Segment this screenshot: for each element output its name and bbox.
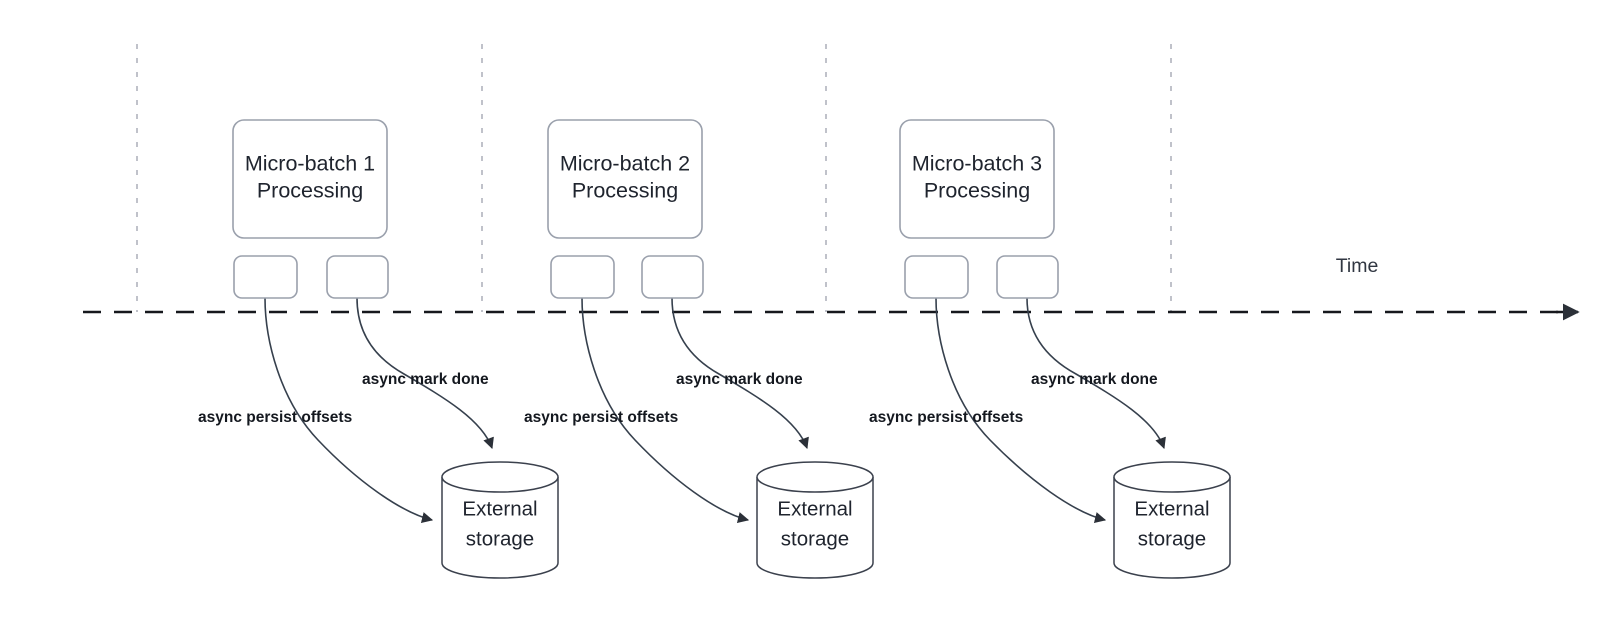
micro-batch-box [899,119,1055,239]
external-storage-label-line1: External [1134,497,1209,520]
external-storage-label-line2: storage [1138,527,1206,550]
timeline-axis-group: Time [83,255,1580,321]
external-storage-label-line2: storage [466,527,534,550]
async-persist-offsets-edge [581,297,750,523]
async-persist-offsets-edge-label: async persist offsets [524,409,678,426]
async-mark-done-edge-label: async mark done [362,371,489,388]
mark-done-task-box [326,255,389,299]
async-mark-done-edge-label: async mark done [676,371,803,388]
mark-done-task-box [996,255,1059,299]
external-storage-cylinder-body [756,477,874,579]
async-persist-offsets-edge [935,297,1107,523]
micro-batch-groups: async persist offsets async mark done Micr… [198,119,1231,579]
persist-offsets-task-box [550,255,615,299]
external-storage-label-line2: storage [781,527,849,550]
external-storage-label-line1: External [462,497,537,520]
async-mark-done-edge [356,297,494,450]
async-persist-offsets-edge-label: async persist offsets [869,409,1023,426]
micro-batch-box-label-line1: Micro-batch 1 [245,152,375,176]
external-storage-cylinder-body [1113,477,1231,579]
micro-batch-group-2: async persist offsets async mark done Micr… [524,119,874,579]
async-persist-offsets-edge-label: async persist offsets [198,409,352,426]
micro-batch-box-label-line2: Processing [572,179,678,203]
micro-batch-box-label-line1: Micro-batch 3 [912,152,1042,176]
mark-done-task-box [641,255,704,299]
micro-batch-group-3: async persist offsets async mark done Micr… [869,119,1231,579]
micro-batch-box-label-line1: Micro-batch 2 [560,152,690,176]
micro-batch-box [547,119,703,239]
time-axis-label: Time [1336,255,1379,277]
timeline-tick-group [136,44,1172,312]
persist-offsets-task-box [233,255,298,299]
external-storage-cylinder-top [756,461,874,493]
external-storage-cylinder-body [441,477,559,579]
async-mark-done-edge [1026,297,1166,450]
async-mark-done-edge-label: async mark done [1031,371,1158,388]
micro-batch-box-label-line2: Processing [257,179,363,203]
micro-batch-box-label-line2: Processing [924,179,1030,203]
micro-batch-box [232,119,388,239]
persist-offsets-task-box [904,255,969,299]
async-persist-offsets-edge [264,297,434,523]
external-storage-cylinder-top [441,461,559,493]
external-storage-label-line1: External [777,497,852,520]
micro-batch-group-1: async persist offsets async mark done Micr… [198,119,559,579]
external-storage-cylinder-top [1113,461,1231,493]
async-mark-done-edge [671,297,809,450]
